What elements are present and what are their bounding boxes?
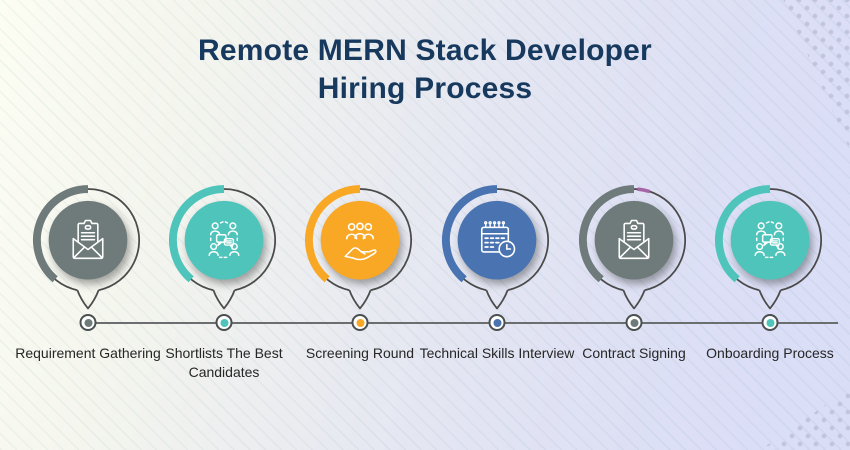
page-title-line2: Hiring Process xyxy=(317,72,533,105)
arc-tip-accent xyxy=(637,187,651,194)
timeline-dot xyxy=(488,314,506,331)
timeline-dot xyxy=(625,314,643,331)
bubble-tail xyxy=(348,289,372,310)
timeline-dot-inner xyxy=(766,318,774,327)
timeline-dot-inner xyxy=(356,318,364,327)
step-bubble xyxy=(579,185,687,310)
process-step-1: Requirement Gathering xyxy=(15,184,161,399)
timeline-dot xyxy=(761,314,779,331)
process-step-5: Contract Signing xyxy=(564,184,704,399)
timeline-dot-inner xyxy=(493,318,501,327)
step-arc xyxy=(715,185,771,283)
page-title: Remote MERN Stack Developer Hiring Proce… xyxy=(0,32,850,108)
step-arc xyxy=(33,185,89,283)
timeline-dot-inner xyxy=(630,318,638,327)
timeline-dot xyxy=(351,314,369,331)
step-circle xyxy=(457,200,537,280)
step-label: Screening Round xyxy=(305,345,415,361)
process-step-3: Screening Round xyxy=(290,184,430,399)
step-bubble xyxy=(442,185,550,310)
step-bubble xyxy=(305,185,413,310)
step-label: Requirement Gathering xyxy=(15,345,161,361)
page-title-line1: Remote MERN Stack Developer xyxy=(198,34,652,67)
step-bubble xyxy=(169,185,277,310)
step-arc xyxy=(169,185,225,283)
step-label: Shortlists The Best Candidates xyxy=(165,345,283,380)
step-circle xyxy=(320,200,400,280)
bubble-tail xyxy=(485,289,509,310)
timeline-dot-inner xyxy=(220,318,228,327)
step-label: Onboarding Process xyxy=(706,345,834,361)
step-bubble xyxy=(33,185,141,310)
bubble-tail xyxy=(622,289,646,310)
step-arc xyxy=(305,185,361,283)
timeline-dot xyxy=(215,314,233,331)
process-step-2: Shortlists The Best Candidates xyxy=(154,184,294,399)
timeline-dot-inner xyxy=(84,318,92,327)
bubble-tail xyxy=(212,289,236,310)
step-arc xyxy=(442,185,498,283)
step-label: Contract Signing xyxy=(582,345,686,361)
bubble-tail xyxy=(758,289,782,310)
process-step-6: Onboarding Process xyxy=(700,184,840,399)
process-step-4: Technical Skills Interview xyxy=(420,184,574,399)
bubble-tail xyxy=(76,289,100,310)
step-arc xyxy=(579,185,635,283)
step-label: Technical Skills Interview xyxy=(419,345,575,361)
timeline-dot xyxy=(79,314,97,331)
timeline-line xyxy=(88,322,838,324)
step-bubble xyxy=(715,185,823,310)
